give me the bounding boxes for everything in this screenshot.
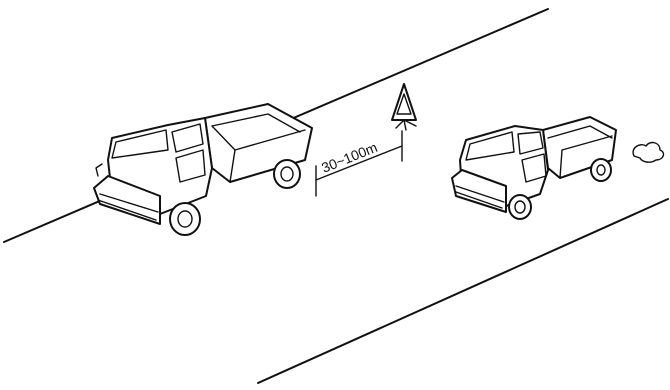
truck-left bbox=[94, 104, 312, 235]
distance-marker: 30~100m bbox=[316, 131, 402, 196]
exhaust-cloud bbox=[633, 143, 663, 163]
distance-label: 30~100m bbox=[319, 139, 379, 176]
warning-triangle bbox=[392, 84, 416, 130]
truck-right bbox=[452, 117, 616, 219]
road-edge-near bbox=[258, 199, 668, 383]
